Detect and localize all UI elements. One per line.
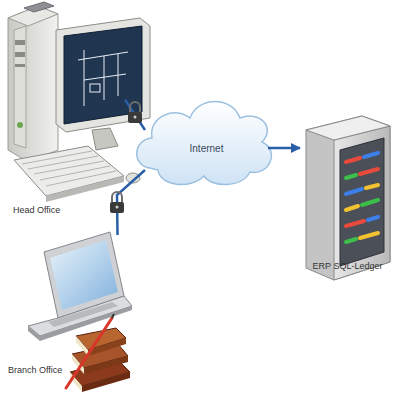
node-label: Branch Office [8, 365, 62, 375]
office-node: Head Office [5, 5, 125, 220]
node-label: Head Office [13, 205, 60, 215]
server-rack [306, 116, 390, 280]
internet-cloud [137, 102, 272, 185]
node-label: Internet [190, 143, 224, 154]
padlock-icon [128, 102, 142, 123]
book-stack [66, 314, 130, 392]
office-node: Branch Office [5, 235, 130, 385]
network-link [125, 100, 145, 130]
desktop-computer [8, 2, 150, 202]
network-link [268, 147, 300, 150]
cloud-node: Internet [145, 90, 268, 190]
laptop-computer [28, 232, 132, 341]
padlock-icon [110, 192, 124, 213]
server-node: ERP SQL-Ledger [300, 115, 395, 280]
node-label: ERP SQL-Ledger [313, 261, 383, 271]
